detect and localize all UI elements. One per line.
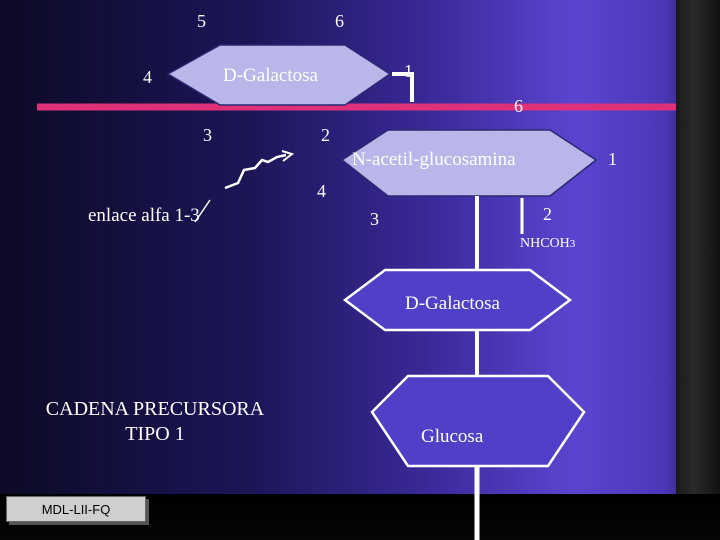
bond-label: enlace alfa 1-3: [88, 205, 200, 226]
galactose-bottom-label: D-Galactosa: [405, 293, 500, 314]
galactose-top-bond-1: [392, 72, 414, 102]
substituent-subscript: 3: [569, 238, 576, 250]
glucose-label: Glucosa: [421, 426, 484, 447]
glcnac-pos-2: 2: [543, 204, 552, 224]
glcnac-pos-6: 6: [514, 96, 523, 116]
galactose-top-ring: [166, 44, 392, 106]
linkage-arrowhead: [281, 150, 295, 162]
gal-top-pos-1: 1: [404, 61, 413, 81]
slide-title: CADENA PRECURSORA TIPO 1: [10, 397, 300, 447]
substituent-label: NHCOH3: [520, 237, 575, 251]
glcnac-ring: [340, 129, 598, 197]
substituent-text: NHCOH: [520, 236, 570, 251]
glcnac-pos-4: 4: [317, 181, 326, 201]
bond-label-pointer: [194, 199, 211, 223]
glcnac-pos-3: 3: [370, 209, 379, 229]
alpha-1-3-linkage-line: [224, 153, 287, 190]
gal-top-pos-2: 2: [321, 125, 330, 145]
gal-top-pos-3: 3: [203, 125, 212, 145]
glcnac-pos-1: 1: [608, 149, 617, 169]
galactose-bottom-ring: [342, 268, 573, 332]
glucose-ring: [370, 374, 586, 468]
title-line-1: CADENA PRECURSORA: [45, 398, 265, 420]
title-line-2: TIPO 1: [125, 423, 185, 445]
footer-badge: MDL-LII-FQ: [6, 496, 146, 522]
gal-top-pos-5: 5: [197, 11, 206, 31]
galactose-top-label: D-Galactosa: [223, 65, 318, 86]
glcnac-label: N-acetil-glucosamina: [352, 149, 516, 170]
gal-top-pos-6: 6: [335, 11, 344, 31]
gal-top-pos-4: 4: [143, 67, 152, 87]
slide-frame-right: [676, 0, 720, 540]
